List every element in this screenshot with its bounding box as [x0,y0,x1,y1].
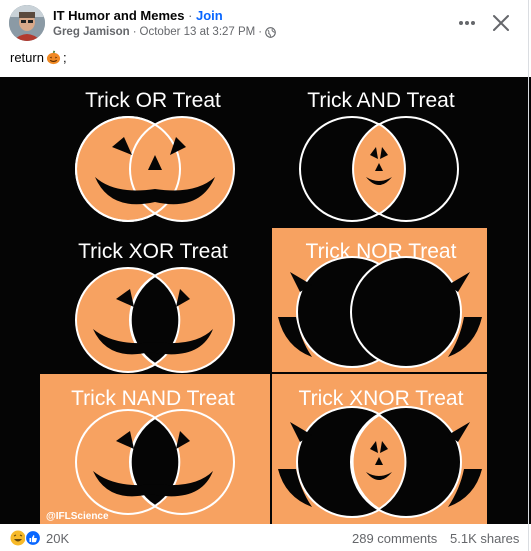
more-options-button[interactable] [456,12,478,34]
post-meta: Greg Jamison · October 13 at 3:27 PM · [53,26,276,38]
post-caption: return ; [10,50,67,65]
close-icon [493,15,509,31]
panel-xnor [278,406,482,518]
meme-image[interactable]: Trick OR Treat Trick AND Treat Trick XOR… [0,77,531,524]
panel-and [299,116,459,222]
reaction-count[interactable]: 20K [46,531,70,546]
panel-or [75,116,235,222]
pumpkin-emoji-icon [46,50,61,65]
reaction-icons[interactable] [10,530,44,546]
more-icon [459,21,475,25]
author-name[interactable]: Greg Jamison [53,26,130,38]
group-avatar[interactable] [9,5,45,41]
image-credit: @IFLScience [46,511,109,522]
panel-title: Trick AND Treat [307,89,455,112]
globe-icon [265,26,276,38]
caption-suffix: ; [62,50,67,65]
caption-text: return [10,50,44,65]
close-button[interactable] [490,12,512,34]
panel-title: Trick XOR Treat [78,240,228,263]
panel-title: Trick NOR Treat [306,240,457,263]
separator-dot: · [188,8,193,23]
panel-nand [75,409,235,515]
group-name-link[interactable]: IT Humor and Memes · [53,8,193,23]
shares-count-link[interactable]: 5.1K shares [450,531,520,546]
comments-count-link[interactable]: 289 comments [352,531,438,546]
panel-title: Trick OR Treat [85,89,221,112]
post-footer: 20K 289 comments 5.1K shares [0,524,531,551]
panel-title: Trick XNOR Treat [299,387,464,410]
divider [528,0,529,551]
join-button[interactable]: Join [196,8,223,23]
like-reaction-icon [24,530,42,546]
laugh-reaction-icon [10,530,26,546]
panel-title: Trick NAND Treat [71,387,235,410]
post-header: IT Humor and Memes · Join Greg Jamison ·… [0,0,531,46]
meta-separator: · [132,26,137,38]
post-timestamp[interactable]: October 13 at 3:27 PM [139,26,256,38]
panel-nor [278,256,482,368]
meta-separator: · [258,26,263,38]
panel-xor [75,267,235,373]
